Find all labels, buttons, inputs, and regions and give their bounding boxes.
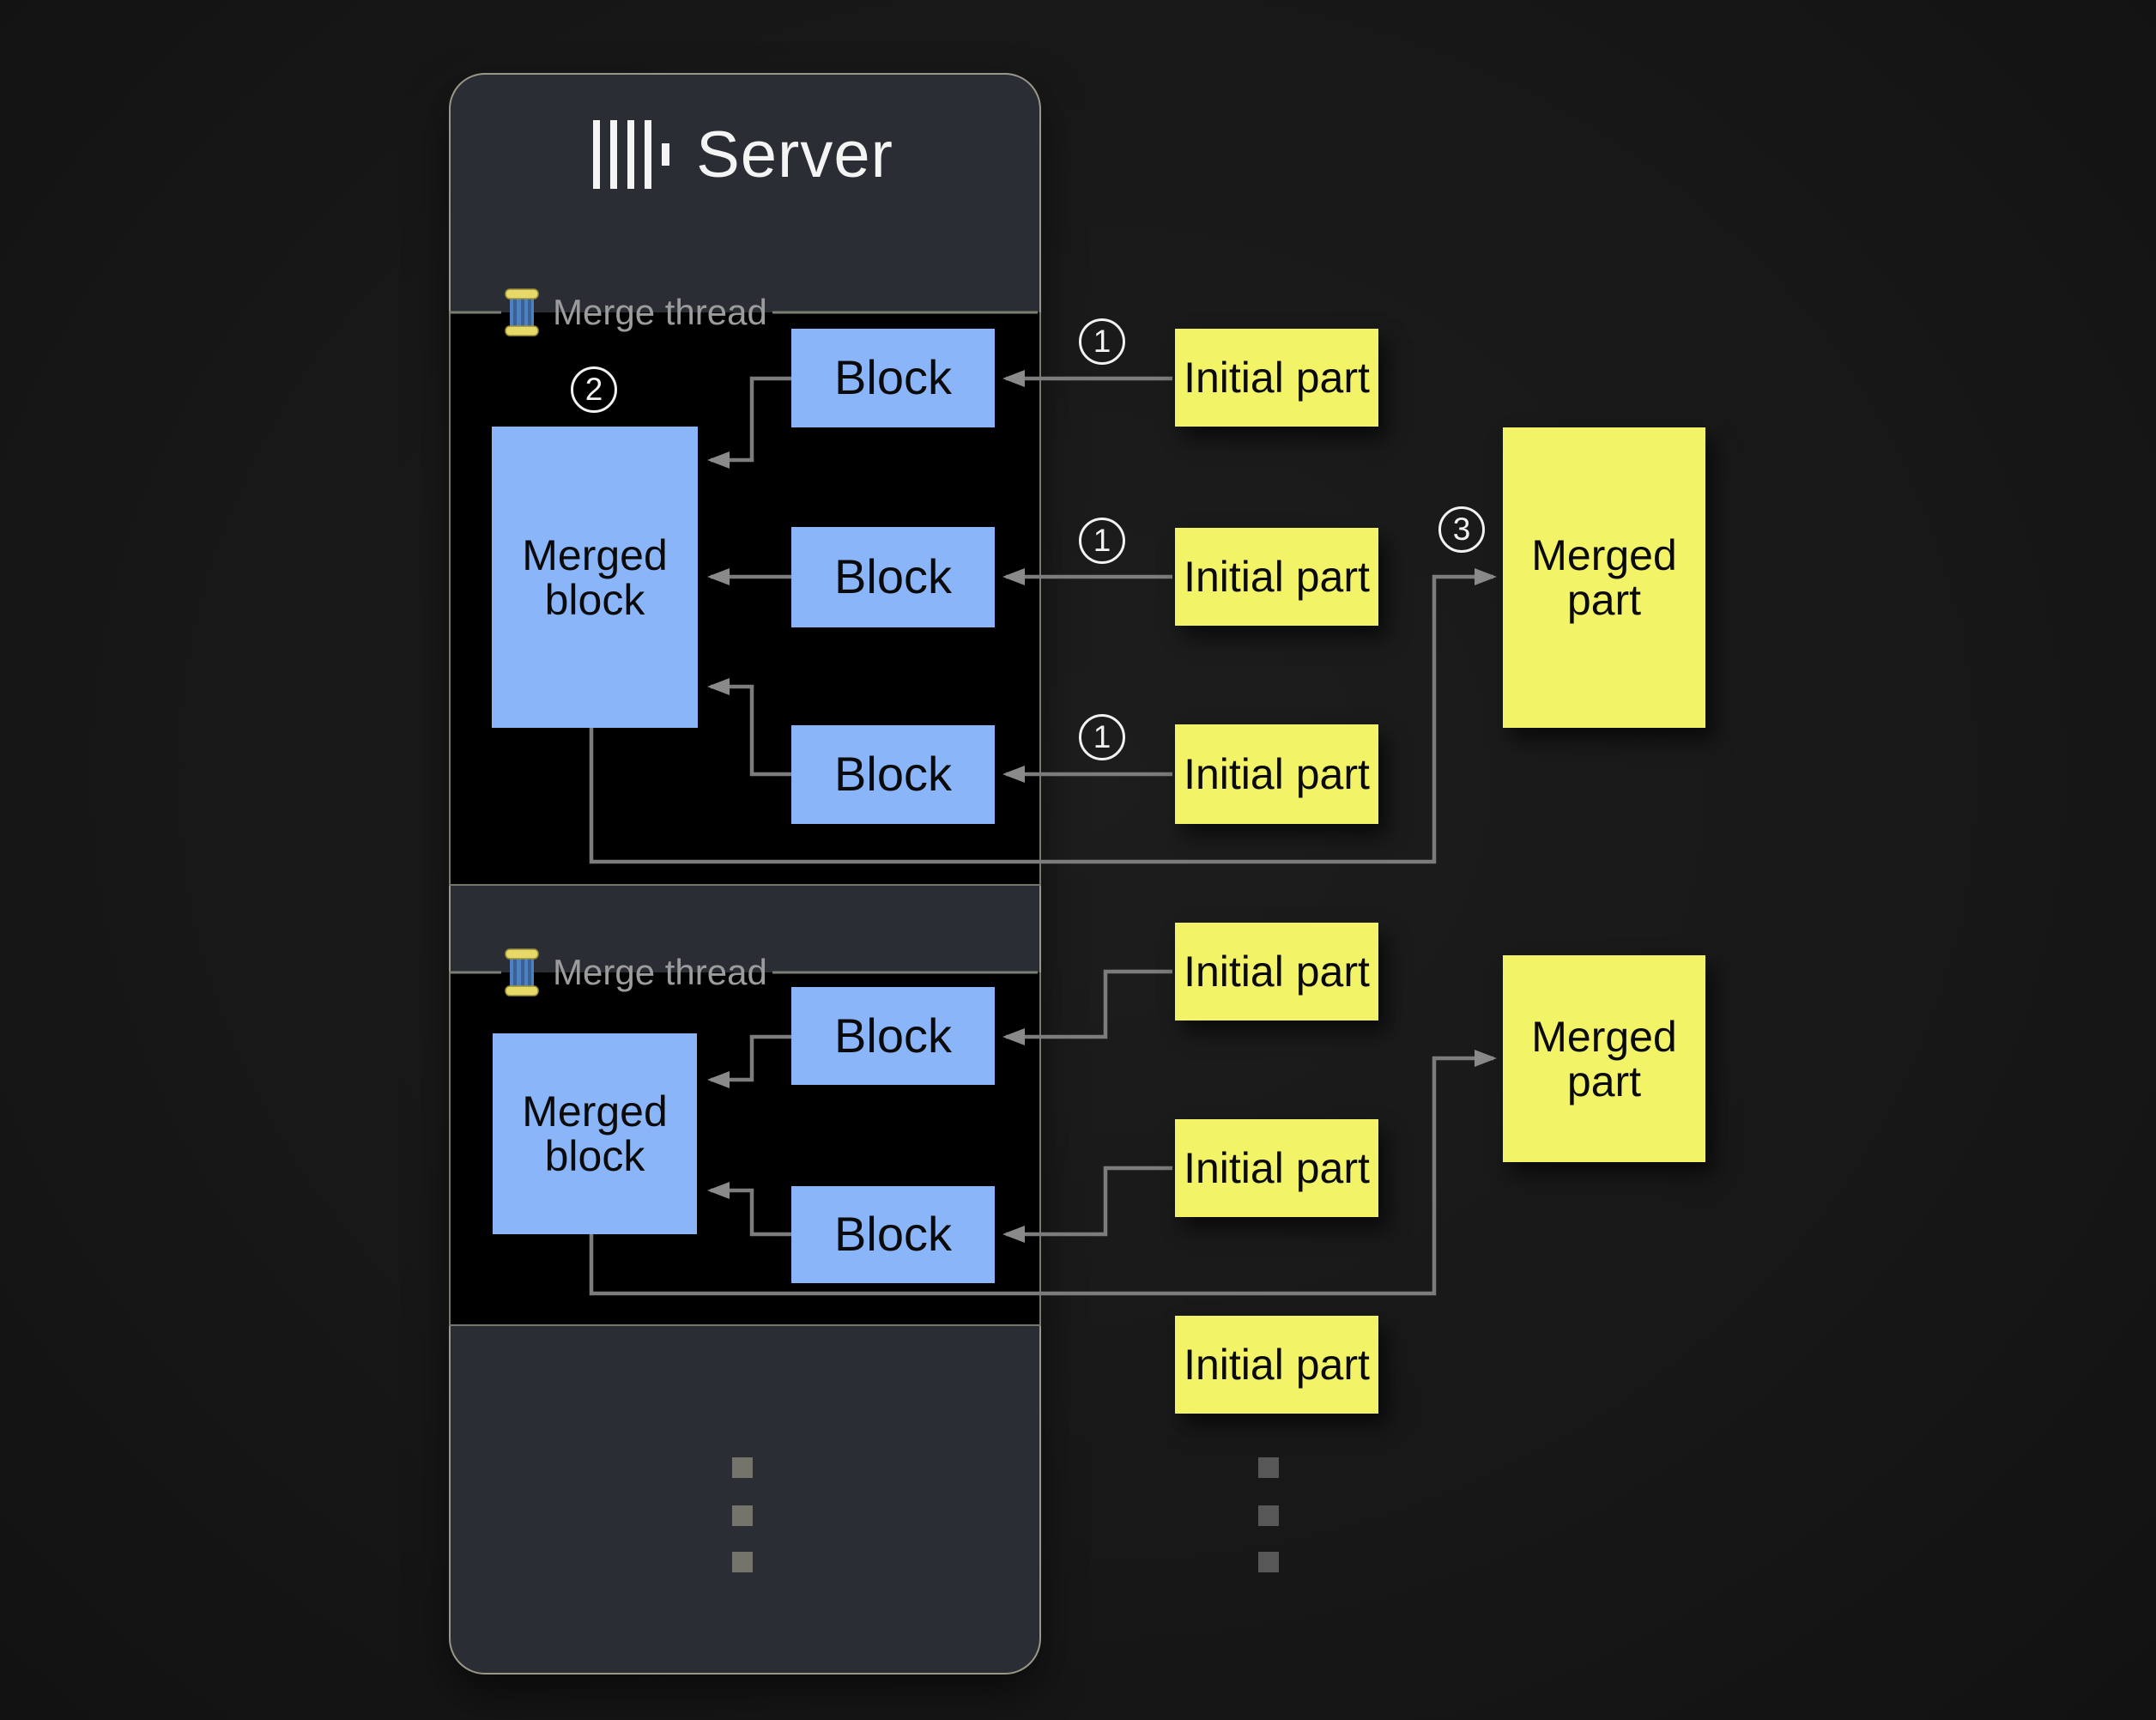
block-1: Block [791,329,995,427]
merge-thread-1-legend: Merge thread [501,288,767,337]
block-2: Block [791,527,995,627]
merged-block-1: Merged block [492,427,698,728]
merge-thread-2-legend: Merge thread [501,948,767,997]
block-3: Block [791,725,995,824]
clickhouse-logo-icon [593,120,670,189]
parts-ellipsis-dot [1258,1552,1279,1572]
server-header: Server [449,110,1038,199]
initial-part-3: Initial part [1175,724,1378,824]
merged-part-2: Merged part [1503,955,1705,1162]
merged-part-1: Merged part [1503,427,1705,728]
thread-spool-icon [505,948,539,996]
server-title: Server [696,118,893,191]
initial-part-4: Initial part [1175,923,1378,1020]
thread-spool-icon [505,288,539,336]
block-5: Block [791,1186,995,1283]
parts-ellipsis-dot [1258,1457,1279,1478]
merge-thread-2-label: Merge thread [553,952,767,992]
server-ellipsis-dot [732,1505,753,1526]
initial-part-6: Initial part [1175,1316,1378,1414]
merged-block-2: Merged block [493,1033,697,1234]
initial-part-1: Initial part [1175,329,1378,427]
initial-part-2: Initial part [1175,528,1378,626]
step-badge-2: 2 [571,366,617,413]
initial-part-5: Initial part [1175,1119,1378,1217]
block-4: Block [791,987,995,1085]
step-badge-3: 3 [1438,506,1485,553]
step-badge-1b: 1 [1079,518,1125,564]
server-ellipsis-dot [732,1552,753,1572]
step-badge-1c: 1 [1079,714,1125,760]
parts-ellipsis-dot [1258,1505,1279,1526]
step-badge-1a: 1 [1079,318,1125,365]
server-ellipsis-dot [732,1457,753,1478]
merge-thread-1-label: Merge thread [553,292,767,332]
